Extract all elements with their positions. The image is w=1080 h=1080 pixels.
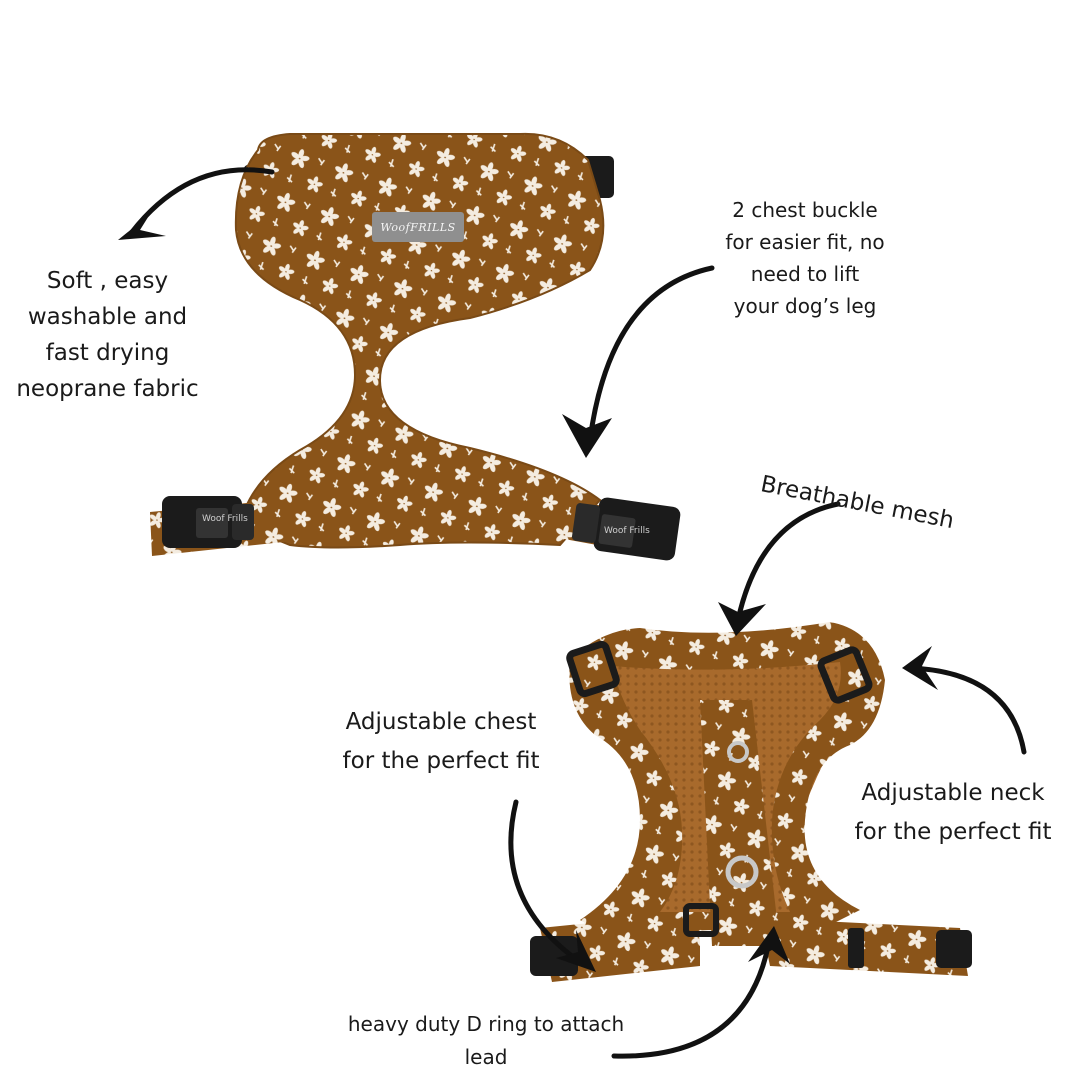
d-ring-line-1: heavy duty D ring to attach [347, 1012, 625, 1036]
harness-front-frame [569, 622, 885, 944]
adjustable-neck-line-2: for the perfect fit [854, 819, 1052, 845]
chest-buckle-annotation: 2 chest buckle for easier fit, no need t… [700, 194, 910, 322]
fabric-line-1: Soft , easy [46, 268, 169, 294]
curved-arrow-icon [611, 933, 773, 1059]
arrowhead-icon [118, 214, 166, 240]
fabric-line-3: fast drying [45, 340, 170, 366]
left-clip-brand: Woof Frills [202, 514, 248, 524]
chest-buckle-line-3: need to lift [750, 262, 860, 286]
arrowhead-icon [556, 930, 596, 972]
front-side-buckle-right [848, 928, 864, 968]
d-ring-annotation: heavy duty D ring to attach lead [318, 1008, 654, 1074]
d-ring [725, 855, 759, 889]
harness-back-view [150, 132, 681, 561]
chest-buckle-line-4: your dog’s leg [733, 294, 877, 318]
curved-arrow-icon [129, 167, 275, 235]
front-side-buckle-left [530, 936, 578, 976]
neck-slide-buckle-left [566, 640, 620, 698]
adjustable-neck-line-1: Adjustable neck [861, 780, 1045, 806]
adjustable-chest-annotation: Adjustable chest for the perfect fit [318, 703, 564, 781]
right-side-release-buckle [571, 497, 681, 561]
arrowhead-icon [718, 602, 766, 636]
fabric-line-4: neoprane fabric [16, 376, 199, 402]
right-clip-brand: Woof Frills [604, 526, 650, 536]
neck-slide-buckle-right [817, 646, 873, 704]
harness-front-view [530, 622, 972, 982]
brand-logo-tag: WoofFRILLS [372, 212, 464, 242]
arrowhead-icon [748, 926, 790, 964]
chest-buckle-line-1: 2 chest buckle [732, 198, 878, 222]
curved-arrow-icon [587, 265, 715, 443]
d-ring-line-2: lead [464, 1045, 508, 1069]
adjustable-chest-line-2: for the perfect fit [342, 748, 540, 774]
front-side-buckle-right-end [936, 930, 972, 968]
curved-arrow-icon [508, 799, 583, 965]
curved-arrow-icon [907, 665, 1027, 755]
adjustable-neck-annotation: Adjustable neck for the perfect fit [832, 774, 1074, 852]
chest-center-strap [700, 700, 780, 946]
fabric-line-2: washable and [27, 304, 188, 330]
chest-buckle-line-2: for easier fit, no [725, 230, 885, 254]
adjustable-chest-line-1: Adjustable chest [345, 709, 537, 735]
curved-arrow-icon [735, 501, 841, 623]
o-ring-top [727, 741, 749, 763]
fabric-annotation: Soft , easy washable and fast drying neo… [0, 263, 215, 407]
harness-back-body [234, 132, 605, 549]
left-side-release-buckle [162, 496, 254, 548]
chest-slide-buckle [683, 903, 719, 937]
arrowhead-icon [562, 414, 612, 458]
arrowhead-icon [902, 646, 938, 690]
